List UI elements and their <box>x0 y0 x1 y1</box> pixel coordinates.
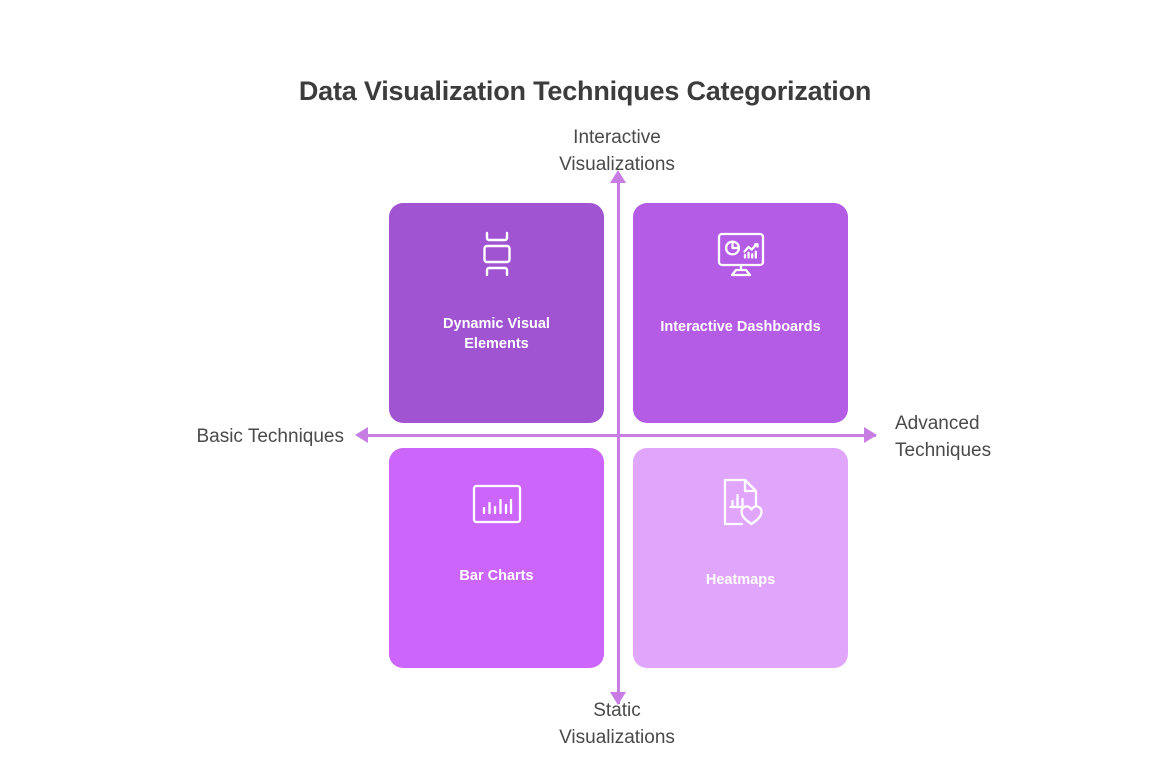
axis-label-top: Interactive Visualizations <box>559 127 675 175</box>
axis-arrow-right-icon <box>864 427 877 443</box>
quadrant-card-label: Bar Charts <box>459 568 534 584</box>
document-chart-heart-icon <box>714 475 768 534</box>
axis-label-right: Advanced Techniques <box>895 413 992 461</box>
axis-arrow-left-icon <box>355 427 368 443</box>
quadrant-card-label: Dynamic Visual Elements <box>443 316 550 352</box>
frame-brackets-icon <box>471 228 523 285</box>
axis-label-left: Basic Techniques <box>196 426 344 447</box>
quadrant-card-heatmaps[interactable]: Heatmaps <box>633 448 848 668</box>
vertical-axis-line <box>617 176 620 704</box>
quadrant-card-label: Interactive Dashboards <box>660 319 821 335</box>
page-title: Data Visualization Techniques Categoriza… <box>298 76 872 107</box>
quadrant-card-label: Heatmaps <box>705 572 776 588</box>
axis-label-bottom: Static Visualizations <box>559 700 675 748</box>
monitor-dashboard-icon <box>714 228 768 285</box>
quadrant-card-dynamic-visual-elements[interactable]: Dynamic Visual Elements <box>389 203 604 423</box>
horizontal-axis-line <box>361 434 876 437</box>
bar-chart-framed-icon <box>470 483 524 530</box>
quadrant-card-interactive-dashboards[interactable]: Interactive Dashboards <box>633 203 848 423</box>
axis-arrow-down-icon <box>610 692 626 705</box>
quadrant-card-bar-charts[interactable]: Bar Charts <box>389 448 604 668</box>
axis-arrow-up-icon <box>610 170 626 183</box>
